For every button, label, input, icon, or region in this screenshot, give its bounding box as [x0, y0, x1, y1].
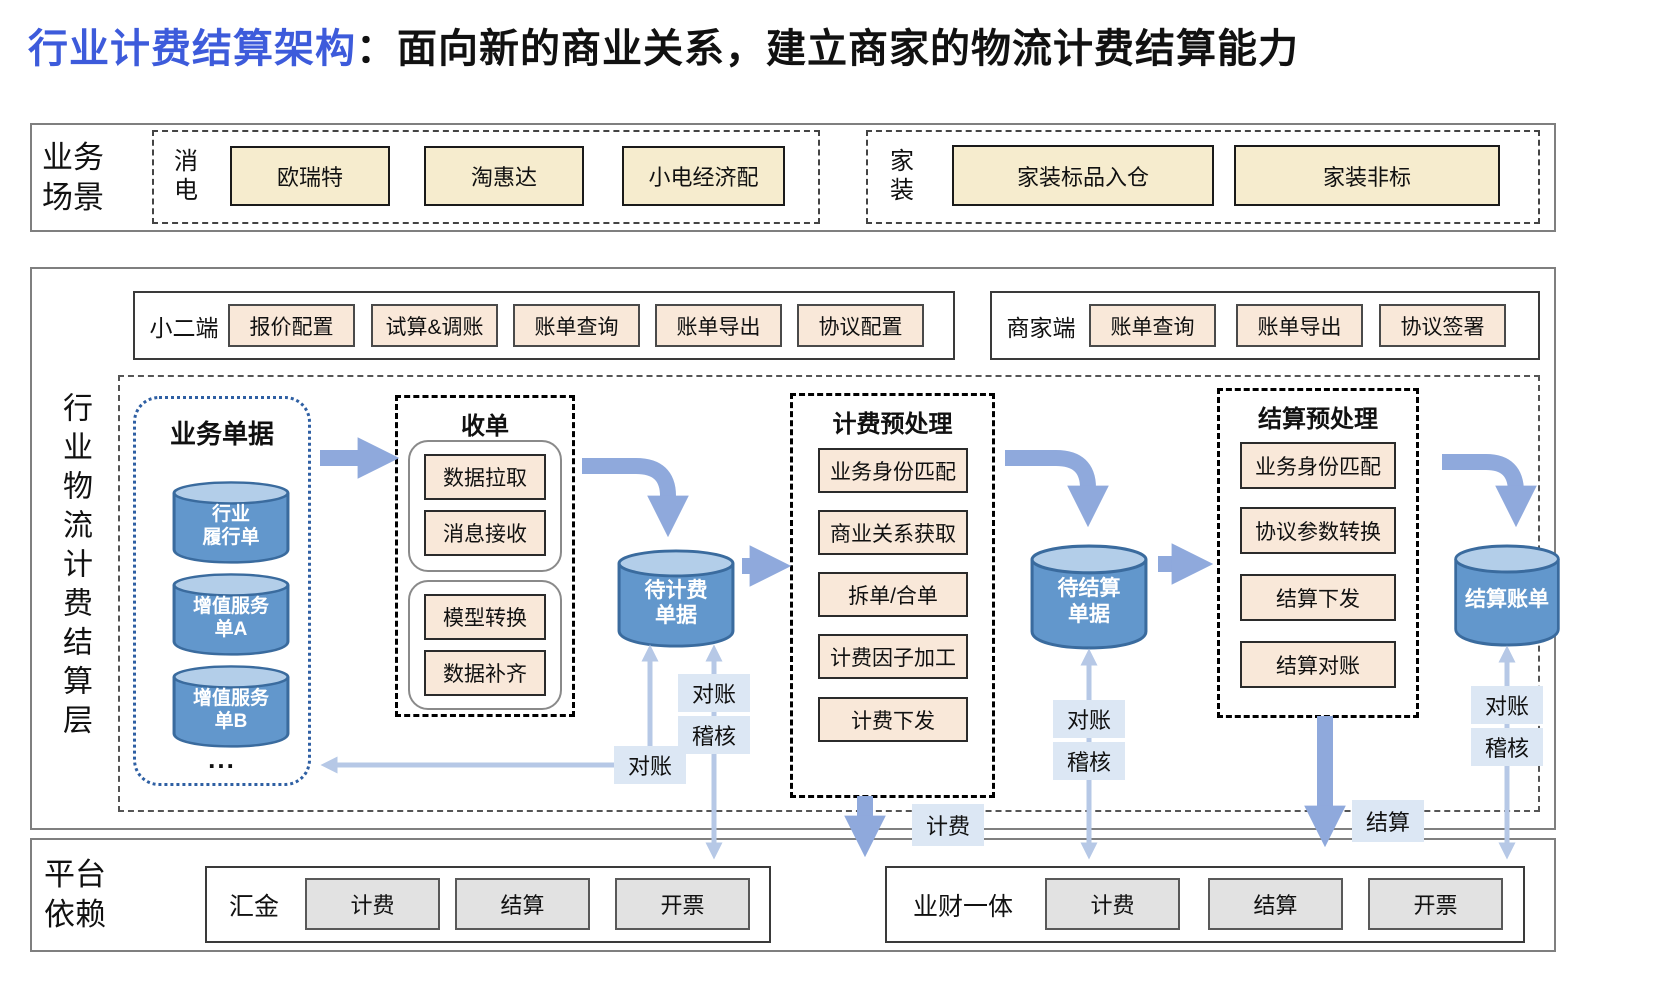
xiaoer-item: 账单导出 [655, 304, 782, 347]
merchant-label: 商家端 [1006, 314, 1076, 341]
cylinder-label: 待结算 [1057, 577, 1121, 601]
scenario-item: 欧瑞特 [230, 146, 390, 206]
merchant-item: 账单导出 [1236, 304, 1363, 347]
process-step: 计费因子加工 [818, 634, 968, 679]
platform-item: 结算 [455, 878, 590, 930]
platform-section-label: 平台依赖 [44, 856, 106, 932]
cylinder-label: 行业 [211, 504, 250, 526]
settlement-preprocess-title: 结算预处理 [1258, 406, 1378, 433]
audit-chip: 稽核 [678, 716, 750, 754]
reconcile-chip: 对账 [1471, 686, 1543, 724]
consumer-electronics-group [152, 130, 820, 224]
business-docs-title: 业务单据 [169, 419, 274, 449]
xiaoer-item: 报价配置 [228, 304, 355, 347]
audit-chip: 稽核 [1471, 728, 1543, 766]
home-decoration-group [866, 130, 1540, 224]
cylinder-label: 增值服务 [192, 596, 269, 618]
cylinder-industry-fulfillment: 行业履行单 [170, 480, 292, 564]
scenario-item: 淘惠达 [424, 146, 584, 206]
cylinder-value-added-a: 增值服务单A [170, 572, 292, 656]
page-title: 行业计费结算架构：面向新的商业关系，建立商家的物流计费结算能力 [28, 16, 1299, 74]
scenario-section-label: 业务场景 [42, 139, 104, 215]
cylinder-shape [172, 665, 290, 748]
merchant-item: 协议签署 [1379, 304, 1506, 347]
scenario-item: 小电经济配 [622, 146, 785, 206]
page-title-rest: ：面向新的商业关系，建立商家的物流计费结算能力 [356, 27, 1299, 71]
consumer-electronics-label: 消电 [174, 148, 198, 204]
cylinder-shape [617, 549, 735, 648]
reconcile-chip: 对账 [614, 746, 686, 784]
xiaoer-item: 协议配置 [797, 304, 924, 347]
process-step: 业务身份匹配 [818, 448, 968, 493]
billing-layer-label: 行业物流计费结算层 [58, 392, 91, 743]
cylinder-pending-billing: 待计费单据 [615, 548, 737, 648]
scenario-item: 家装非标 [1234, 145, 1500, 206]
platform-item: 结算 [1208, 878, 1343, 930]
cylinder-shape [1454, 544, 1560, 647]
process-step: 结算对账 [1240, 641, 1396, 688]
cylinder-shape [172, 481, 290, 564]
cylinder-label: 单据 [655, 604, 697, 627]
page-title-highlight: 行业计费结算架构 [28, 27, 356, 71]
cylinder-label: 待计费 [644, 578, 708, 602]
platform-item: 计费 [305, 878, 440, 930]
cylinder-label: 履行单 [202, 527, 260, 548]
cylinder-shape [1030, 544, 1148, 650]
platform-item: 开票 [615, 878, 750, 930]
cylinder-value-added-b: 增值服务单B [170, 664, 292, 748]
audit-chip: 稽核 [1053, 742, 1125, 780]
process-step: 拆单/合单 [818, 572, 968, 617]
cylinder-settlement-bill: 结算账单 [1452, 543, 1562, 647]
cylinder-label: 增值服务 [192, 688, 269, 710]
cylinder-label: 单A [214, 619, 248, 640]
cylinder-label: 单B [214, 711, 248, 732]
process-step: 消息接收 [424, 510, 546, 556]
settlement-flow-chip: 结算 [1352, 800, 1424, 842]
scenario-item: 家装标品入仓 [952, 145, 1214, 206]
xiaoer-item: 账单查询 [513, 304, 640, 347]
process-step: 计费下发 [818, 697, 968, 742]
cylinder-pending-settlement: 待结算单据 [1028, 543, 1150, 650]
reconcile-chip: 对账 [1053, 700, 1125, 738]
process-step: 协议参数转换 [1240, 507, 1396, 554]
huijin-label: 汇金 [228, 892, 279, 921]
home-decoration-label: 家装 [890, 148, 914, 204]
reconcile-chip: 对账 [678, 674, 750, 712]
cylinder-shape [172, 573, 290, 656]
platform-item: 计费 [1045, 878, 1180, 930]
yecai-label: 业财一体 [912, 892, 1013, 921]
process-step: 商业关系获取 [818, 510, 968, 555]
process-step: 模型转换 [424, 594, 546, 640]
order-receiving-title: 收单 [461, 413, 509, 440]
process-step: 结算下发 [1240, 574, 1396, 621]
merchant-item: 账单查询 [1089, 304, 1216, 347]
billing-flow-chip: 计费 [912, 804, 984, 846]
platform-item: 开票 [1368, 878, 1503, 930]
more-docs-ellipsis: ... [208, 744, 236, 774]
process-step: 数据补齐 [424, 650, 546, 696]
xiaoer-label: 小二端 [149, 314, 219, 341]
process-step: 数据拉取 [424, 454, 546, 500]
billing-preprocess-title: 计费预处理 [832, 411, 953, 438]
process-step: 业务身份匹配 [1240, 442, 1396, 489]
xiaoer-item: 试算&调账 [371, 304, 498, 347]
cylinder-label: 单据 [1068, 602, 1110, 626]
cylinder-label: 结算账单 [1465, 588, 1549, 612]
